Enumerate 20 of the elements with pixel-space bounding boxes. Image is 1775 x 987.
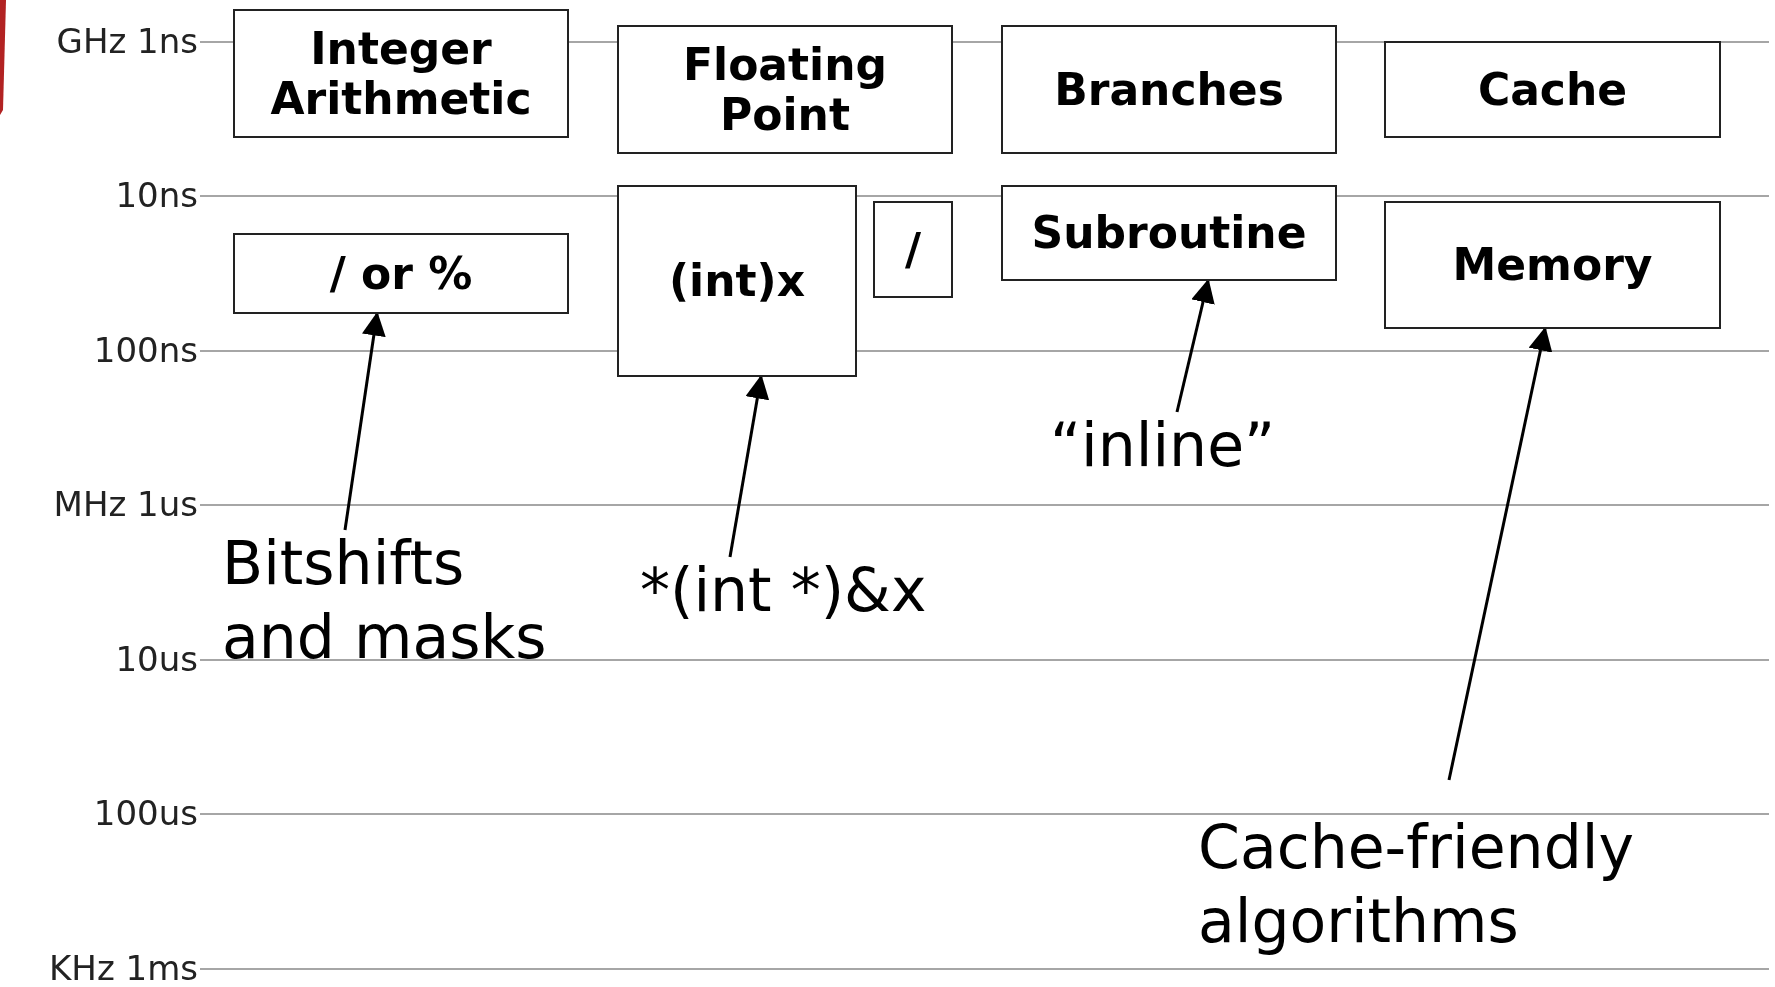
process-box: Subroutine	[1001, 185, 1337, 281]
annotation-text: *(int *)&x	[640, 553, 927, 627]
process-box: (int)x	[617, 185, 857, 377]
process-box: Integer Arithmetic	[233, 9, 569, 138]
process-box: Cache	[1384, 41, 1721, 138]
process-box: Branches	[1001, 25, 1337, 154]
process-box: / or %	[233, 233, 569, 314]
process-box: Memory	[1384, 201, 1721, 329]
axis-label: KHz 1ms	[48, 948, 198, 987]
axis-label: 100ns	[92, 330, 198, 370]
annotation-text: Cache-friendly algorithms	[1198, 810, 1678, 958]
axis-label: 10ns	[114, 175, 198, 215]
axis-label: 100us	[92, 793, 198, 833]
axis-label: GHz 1ns	[55, 21, 198, 61]
process-box: /	[873, 201, 953, 298]
process-box: Floating Point	[617, 25, 953, 154]
axis-label: 10us	[114, 639, 198, 679]
annotation-text: Bitshifts and masks	[222, 526, 582, 674]
axis-label: MHz 1us	[52, 484, 198, 524]
annotation-text: “inline”	[1050, 408, 1276, 482]
